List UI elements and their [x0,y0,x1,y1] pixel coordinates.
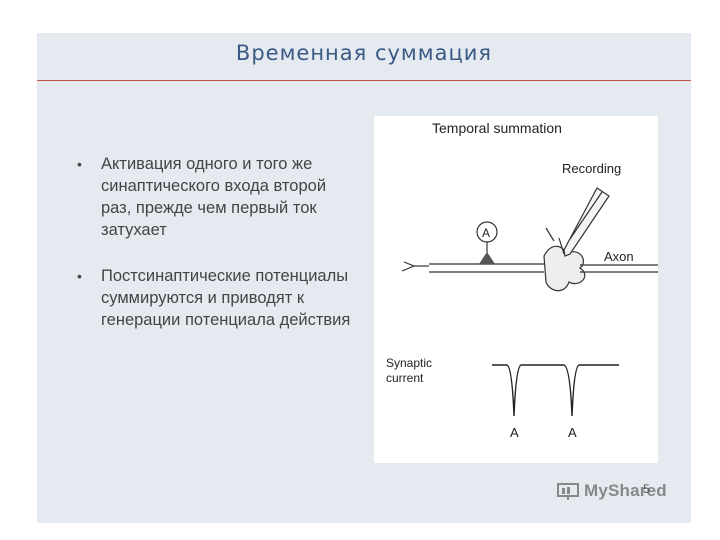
bullet-dot-icon: • [77,268,82,284]
synaptic-current-trace [492,364,619,417]
axon-shaft-right-icon [580,264,658,273]
bullet-item: • Активация одного и того же синаптическ… [77,153,357,241]
axon-label: Axon [604,249,634,264]
recording-label: Recording [562,161,621,176]
temporal-summation-figure: Temporal summation A Re [374,116,658,463]
bullet-list: • Активация одного и того же синаптическ… [77,153,357,355]
figure-drawing: Temporal summation A Re [386,120,658,440]
page-number: 5 [643,482,650,496]
figure-title: Temporal summation [432,120,562,136]
title-divider [37,80,691,81]
bullet-item: • Постсинаптические потенциалы суммируют… [77,265,357,331]
recording-electrode-icon [563,187,610,257]
bullet-text: Постсинаптические потенциалы суммируются… [101,267,351,329]
slide: Временная суммация • Активация одного и … [37,33,691,523]
pulse-label-a2: A [568,425,577,440]
bullet-text: Активация одного и того же синаптическог… [101,155,327,239]
slide-title: Временная суммация [235,41,493,65]
bullet-dot-icon: • [77,156,82,172]
pulse-label-a1: A [510,425,519,440]
watermark-brand: MyShared [584,481,667,500]
synaptic-label-line2: current [386,371,424,385]
axon-shaft-upper-icon [429,263,544,273]
input-a-icon [476,221,498,264]
dendrite-left-icon [401,261,416,272]
neuron-drawing [401,227,658,292]
synaptic-label-line1: Synaptic [386,356,432,370]
watermark: MyShared [557,479,667,503]
presentation-icon [557,483,579,500]
soma-process-icon [545,227,565,255]
input-label: A [482,226,490,240]
